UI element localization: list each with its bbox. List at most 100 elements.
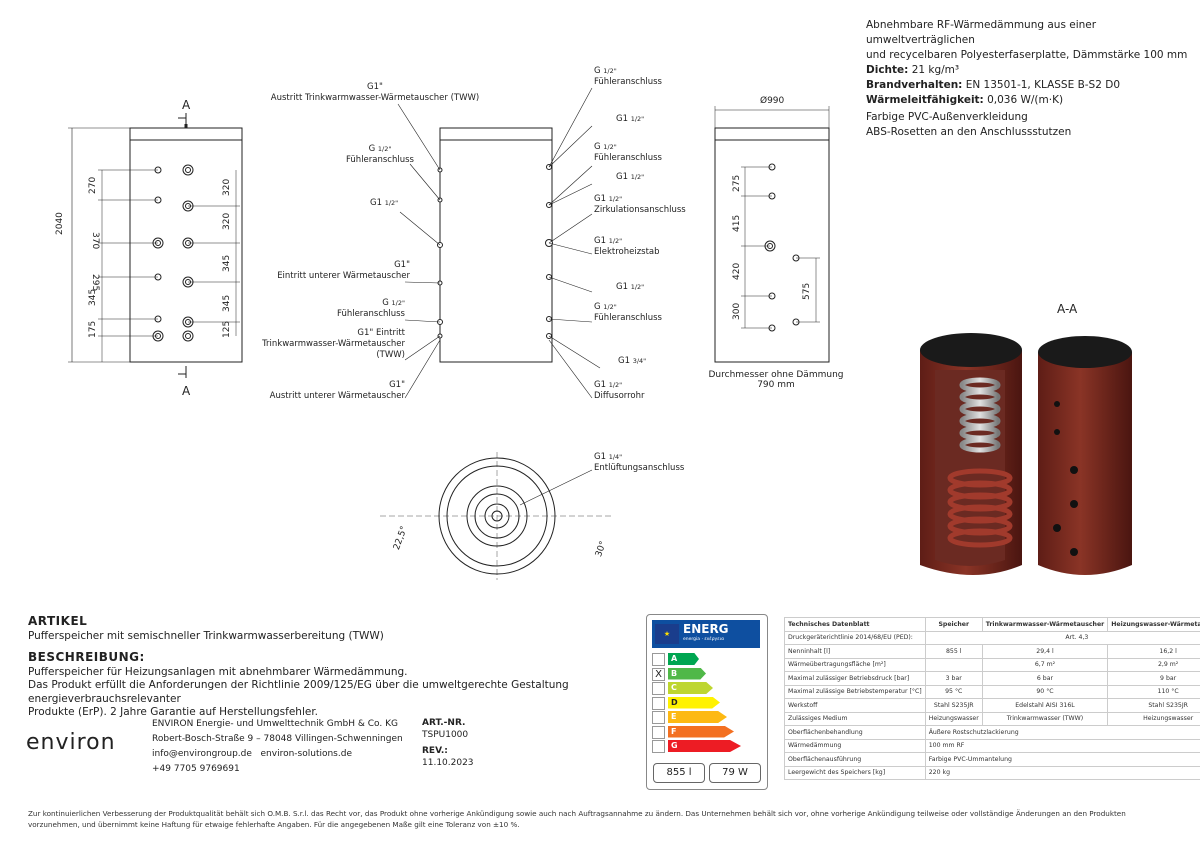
label-g1: G1: [616, 114, 628, 124]
label-fuehler-left-2: G 1/2" Fühleranschluss: [290, 298, 405, 320]
dim-left-5: 175: [88, 320, 98, 338]
datasheet-cell: [924, 657, 983, 672]
section-mark-bottom: A: [182, 384, 191, 398]
label-threequarter: 3/4": [632, 357, 647, 365]
company-web[interactable]: environ-solutions.de: [260, 749, 352, 759]
energy-class-g: G: [668, 740, 741, 752]
datasheet-row: Druckgeräterichtlinie 2014/68/EU (PED):A…: [784, 630, 1200, 645]
label-g: G: [382, 298, 389, 308]
energy-class-checkbox: X: [652, 667, 665, 681]
label-g1-half-r1: G1 1/2": [616, 114, 644, 124]
energy-class-row: G: [652, 739, 762, 754]
middle-view-tank: [439, 127, 553, 363]
side-view-tank: [714, 127, 830, 363]
rev-label: REV.:: [422, 746, 448, 756]
datasheet-cell: 6,7 m²: [981, 657, 1109, 672]
label-g-half-r3: G 1/2": [594, 302, 662, 313]
datasheet-cell: Trinkwarmwasser (TWW): [981, 711, 1109, 726]
dim-right-4: 345: [222, 294, 232, 312]
datasheet-cell: Maximal zulässiger Betriebsdruck [bar]: [784, 671, 926, 686]
datasheet-cell: Maximal zulässige Betriebstemperatur [°C…: [784, 684, 926, 699]
datasheet-cell: 6 bar: [981, 671, 1109, 686]
label-eintritt-unten: G1" Eintritt unterer Wärmetauscher: [270, 260, 410, 282]
insulation-line7: ABS-Rosetten an den Anschlussstutzen: [866, 126, 1072, 138]
company-name: ENVIRON Energie- und Umwelttechnik GmbH …: [152, 719, 398, 729]
description-heading: BESCHREIBUNG:: [28, 649, 145, 664]
section-mark-top: A: [182, 98, 191, 112]
company-email[interactable]: info@environgroup.de: [152, 749, 252, 759]
company-address: Robert-Bosch-Straße 9 – 78048 Villingen-…: [152, 734, 403, 744]
datasheet-cell: Leergewicht des Speichers [kg]: [784, 765, 926, 780]
energy-volume: 855 l: [653, 763, 705, 783]
energy-label-header: ★ ENERG energia · ενέργεια: [652, 620, 760, 648]
technical-drawing: [68, 87, 1132, 580]
datasheet-cell: 100 mm RF: [924, 738, 1200, 753]
label-g1-half-r2: G1 1/2": [616, 172, 644, 182]
label-g1-2: G1": [394, 260, 410, 270]
label-g-half-2: G 1/2": [290, 298, 405, 309]
fire-value: EN 13501-1, KLASSE B-S2 D0: [962, 79, 1121, 91]
datasheet-cell: Heizungswasser: [924, 711, 983, 726]
label-fuehler-left-1-text: Fühleranschluss: [346, 155, 414, 165]
label-austritt-unten-text: Austritt unterer Wärmetauscher: [269, 391, 405, 401]
datasheet-row: Maximal zulässiger Betriebsdruck [bar]3 …: [784, 671, 1200, 686]
dim-right-5: 125: [222, 320, 232, 338]
label-austritt-unten: G1" Austritt unterer Wärmetauscher: [255, 380, 405, 402]
label-g: G: [594, 302, 601, 312]
label-g1: G1: [618, 356, 630, 366]
label-half: 1/2": [608, 195, 623, 203]
energy-class-checkbox: [652, 711, 665, 724]
datasheet-cell: Art. 4,3: [924, 630, 1200, 645]
datasheet-cell: 855 l: [924, 644, 983, 659]
top-view: [380, 452, 612, 580]
energy-class-checkbox: [652, 682, 665, 695]
density-label: Dichte:: [866, 64, 909, 76]
datasheet-cell: Stahl S235JR: [924, 698, 983, 713]
label-diffusor-text: Diffusorrohr: [594, 391, 645, 401]
dim-right-3: 345: [222, 254, 232, 272]
label-half: 1/2": [630, 283, 645, 291]
datasheet-header-cell: Trinkwarmwasser-Wärmetauscher: [981, 617, 1109, 632]
footer-line2: vorzunehmen, und übernimmt keine Haftung…: [28, 820, 520, 829]
footer-disclaimer: Zur kontinuierlichen Verbesserung der Pr…: [28, 808, 1178, 830]
energy-class-row: E: [652, 710, 762, 725]
label-quarter: 1/4": [608, 453, 623, 461]
label-fuehler-left-1: G 1/2" Fühleranschluss: [320, 144, 440, 166]
label-fuehler-right-1-text: Fühleranschluss: [594, 77, 662, 87]
energy-class-row: C: [652, 681, 762, 696]
datasheet-cell: Wärmedämmung: [784, 738, 926, 753]
label-half: 1/2": [391, 299, 405, 307]
energy-class-c: C: [668, 682, 713, 694]
dim-side-2: 415: [732, 214, 742, 232]
footer-line1: Zur kontinuierlichen Verbesserung der Pr…: [28, 809, 1126, 818]
datasheet-cell: 9 bar: [1107, 671, 1200, 686]
dim-side-1: 275: [732, 174, 742, 192]
datasheet-cell: Druckgeräterichtlinie 2014/68/EU (PED):: [784, 630, 926, 645]
density-value: 21 kg/m³: [908, 64, 960, 76]
label-zirkulation: G1 1/2" Zirkulationsanschluss: [594, 194, 686, 216]
label-g1: G1: [370, 198, 382, 208]
datasheet-cell: 16,2 l: [1107, 644, 1200, 659]
rev-value: 11.10.2023: [422, 758, 474, 768]
label-zirkulation-text: Zirkulationsanschluss: [594, 205, 686, 215]
density-row: Dichte: 21 kg/m³: [866, 63, 1196, 78]
label-austritt-tww-text: Austritt Trinkwarmwasser-Wärmetauscher (…: [270, 93, 480, 103]
dim-side-4: 300: [732, 302, 742, 320]
side-view-ports: [764, 163, 800, 332]
description-line2: Das Produkt erfüllt die Anforderungen de…: [28, 679, 569, 705]
datasheet-cell: 220 kg: [924, 765, 1200, 780]
datasheet-header-cell: Heizungswasser-Wärmetauscher: [1107, 617, 1200, 632]
label-g1: G1: [616, 172, 628, 182]
energy-class-b: B: [668, 667, 706, 680]
company-contact: info@environgroup.de environ-solutions.d…: [152, 747, 403, 762]
label-half: 1/2": [630, 173, 645, 181]
dim-right-2: 320: [222, 212, 232, 230]
label-g: G: [594, 66, 601, 76]
datasheet-cell: Edelstahl AISI 316L: [981, 698, 1109, 713]
label-austritt-tww: G1" Austritt Trinkwarmwasser-Wärmetausch…: [250, 82, 500, 104]
